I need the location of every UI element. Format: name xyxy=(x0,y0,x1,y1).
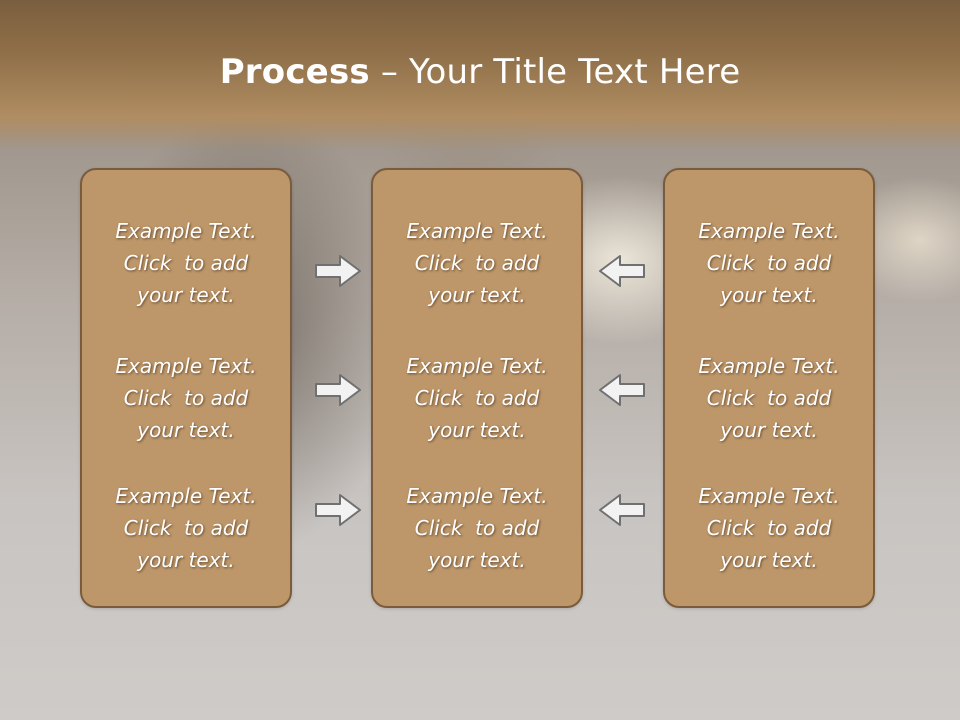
arrow-right-icon xyxy=(315,494,361,526)
arrow-right-icon xyxy=(315,255,361,287)
text-block[interactable]: Example Text. Click to add your text. xyxy=(82,350,290,446)
text-line: Click to add xyxy=(706,386,832,410)
text-block[interactable]: Example Text. Click to add your text. xyxy=(373,215,581,311)
text-line: Click to add xyxy=(706,516,832,540)
text-line: Click to add xyxy=(123,251,249,275)
text-line: your text. xyxy=(720,283,818,307)
text-line: Click to add xyxy=(414,251,540,275)
text-line: Example Text. xyxy=(406,354,548,378)
title-bold: Process xyxy=(219,52,370,92)
arrow-left-icon xyxy=(599,374,645,406)
arrow-left-icon xyxy=(599,494,645,526)
text-block[interactable]: Example Text. Click to add your text. xyxy=(82,480,290,576)
text-line: your text. xyxy=(428,548,526,572)
arrow-left-icon xyxy=(599,255,645,287)
text-line: Example Text. xyxy=(698,484,840,508)
text-line: your text. xyxy=(428,418,526,442)
text-line: Click to add xyxy=(123,516,249,540)
text-block[interactable]: Example Text. Click to add your text. xyxy=(665,350,873,446)
text-line: Example Text. xyxy=(406,484,548,508)
title-rest: – Your Title Text Here xyxy=(369,52,741,92)
text-line: Click to add xyxy=(414,516,540,540)
text-line: your text. xyxy=(720,418,818,442)
right-column-box[interactable]: Example Text. Click to add your text. Ex… xyxy=(663,168,875,608)
text-line: Example Text. xyxy=(698,219,840,243)
text-block[interactable]: Example Text. Click to add your text. xyxy=(665,215,873,311)
text-block[interactable]: Example Text. Click to add your text. xyxy=(373,350,581,446)
text-line: Example Text. xyxy=(406,219,548,243)
text-line: Click to add xyxy=(706,251,832,275)
text-line: your text. xyxy=(428,283,526,307)
title-band xyxy=(0,0,960,150)
text-line: Example Text. xyxy=(698,354,840,378)
text-block[interactable]: Example Text. Click to add your text. xyxy=(665,480,873,576)
text-line: Example Text. xyxy=(115,484,257,508)
text-line: Click to add xyxy=(123,386,249,410)
text-line: Example Text. xyxy=(115,219,257,243)
text-line: your text. xyxy=(720,548,818,572)
text-line: Example Text. xyxy=(115,354,257,378)
text-line: Click to add xyxy=(414,386,540,410)
text-line: your text. xyxy=(137,283,235,307)
text-block[interactable]: Example Text. Click to add your text. xyxy=(82,215,290,311)
slide-title[interactable]: Process – Your Title Text Here xyxy=(0,52,960,92)
text-line: your text. xyxy=(137,548,235,572)
center-column-box[interactable]: Example Text. Click to add your text. Ex… xyxy=(371,168,583,608)
left-column-box[interactable]: Example Text. Click to add your text. Ex… xyxy=(80,168,292,608)
arrow-right-icon xyxy=(315,374,361,406)
text-line: your text. xyxy=(137,418,235,442)
text-block[interactable]: Example Text. Click to add your text. xyxy=(373,480,581,576)
